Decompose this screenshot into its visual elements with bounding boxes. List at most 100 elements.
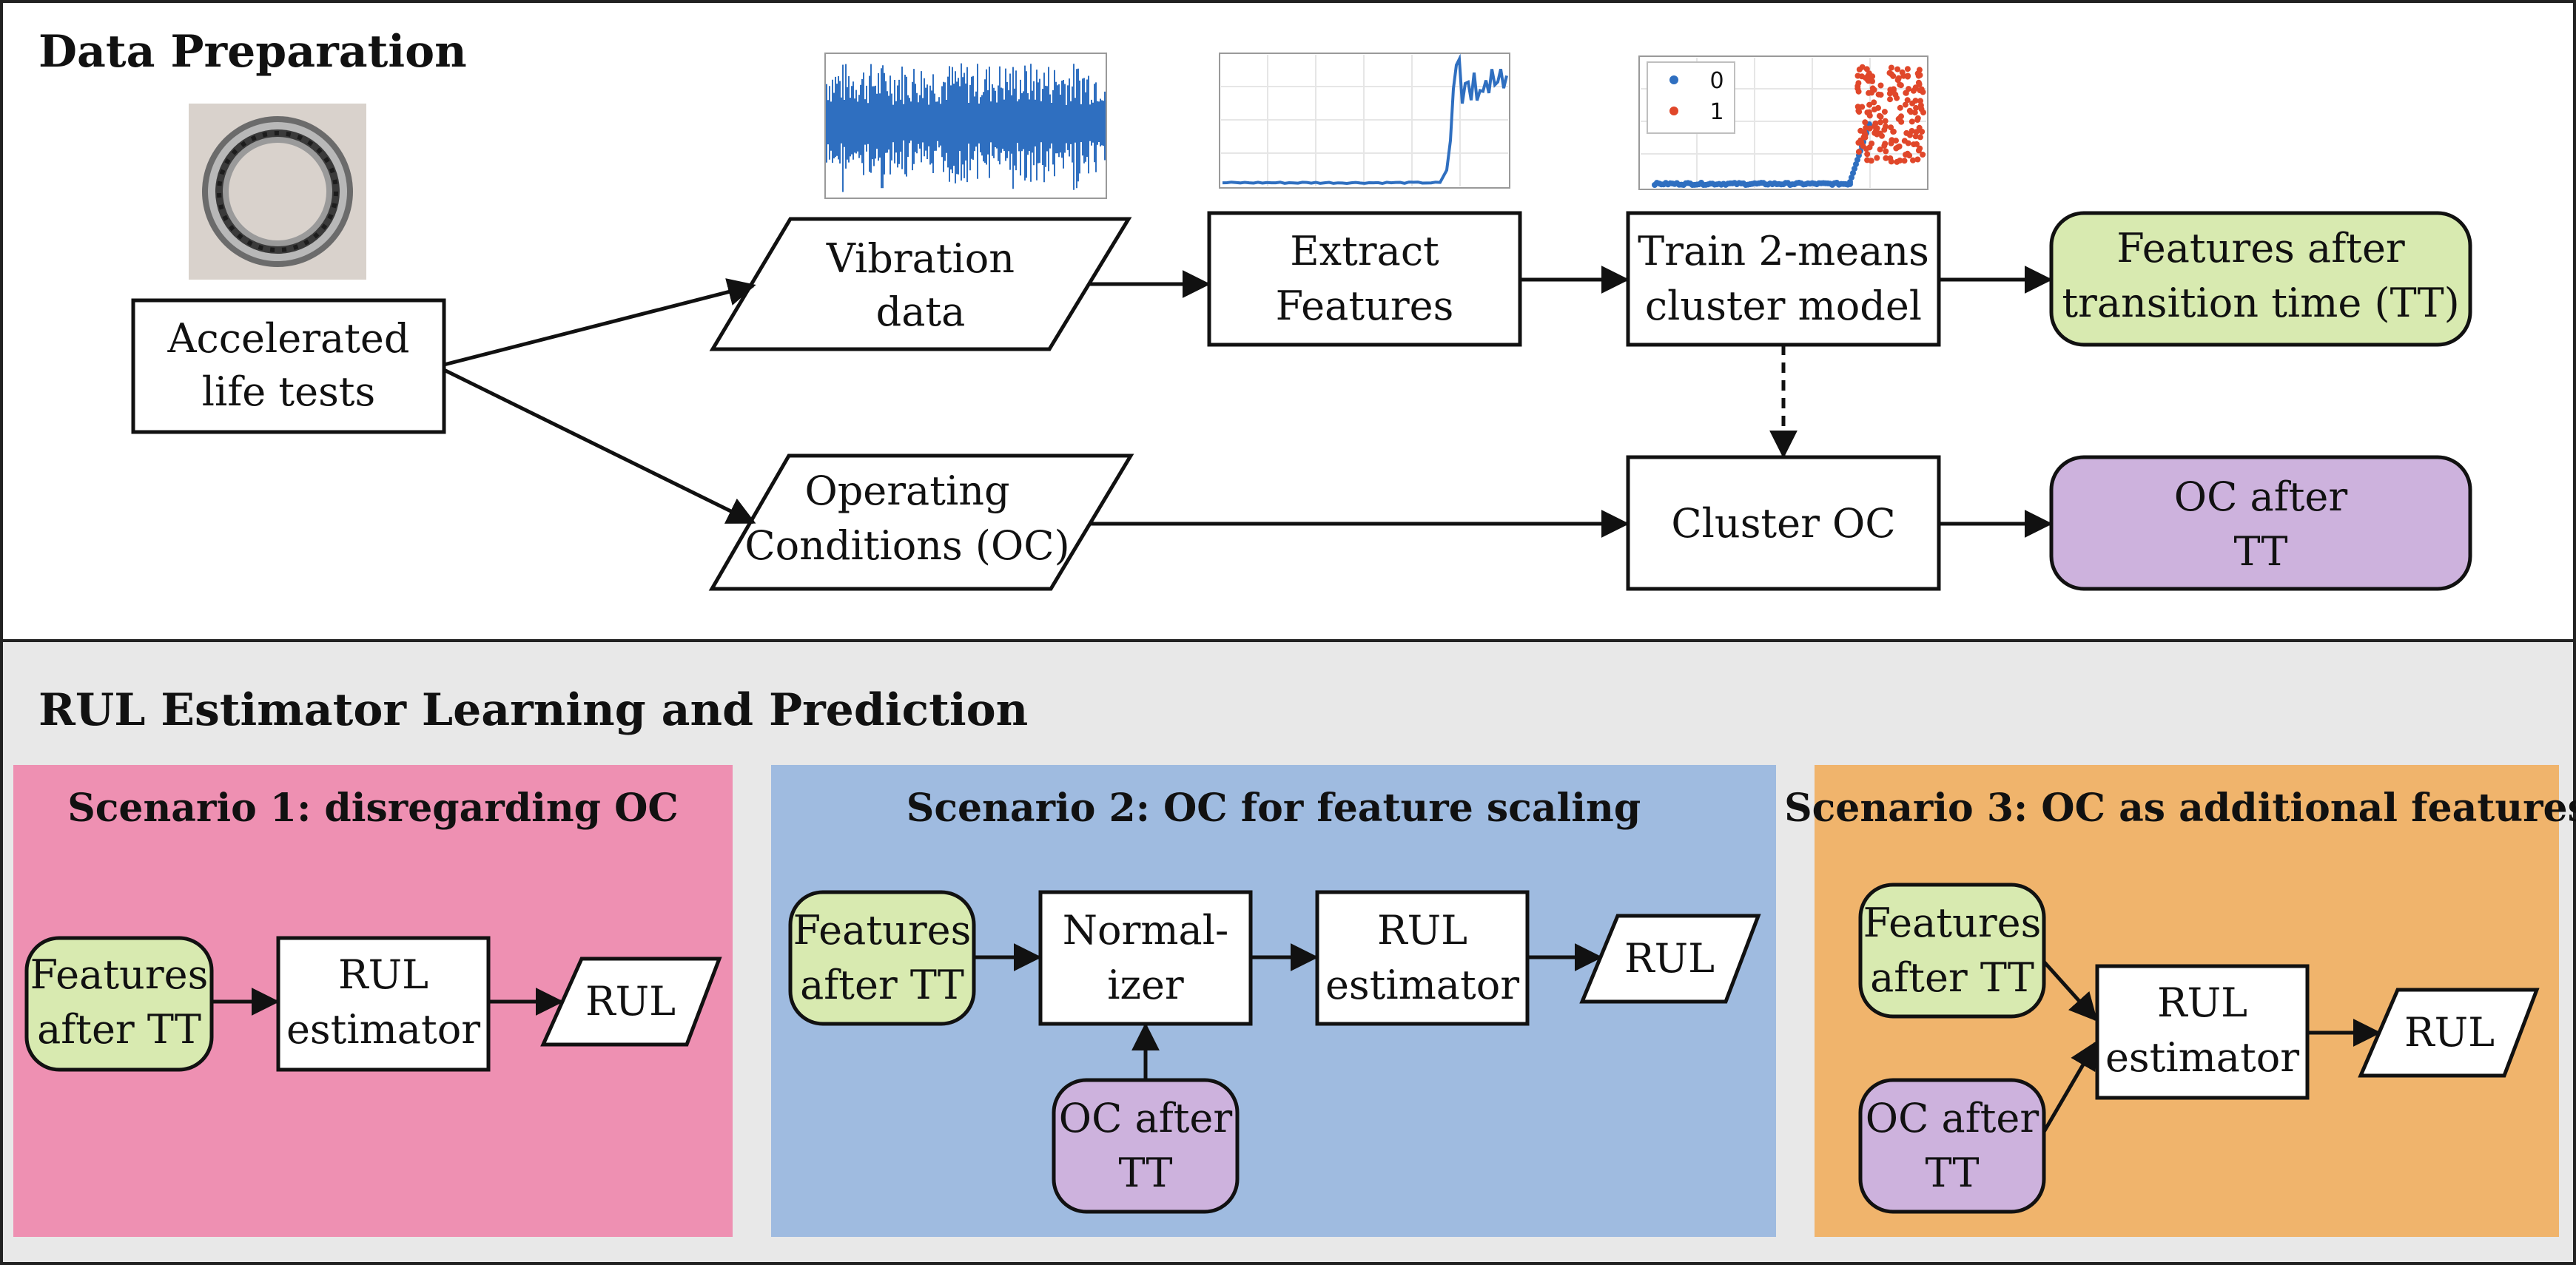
- vibration-trace: [826, 63, 1106, 192]
- node-label: OC after: [2174, 473, 2348, 520]
- cluster-point-1: [1912, 133, 1919, 140]
- node-cluster-oc: Cluster OC: [1626, 455, 1941, 591]
- cluster-point-1: [1890, 72, 1897, 79]
- legend-label-1: 1: [1709, 99, 1724, 125]
- cluster-point-1: [1914, 70, 1921, 77]
- rul-title: RUL Estimator Learning and Prediction: [38, 684, 1028, 736]
- node-label: Features after: [2116, 225, 2405, 271]
- cluster-point-1: [1920, 109, 1926, 116]
- cluster-point-1: [1888, 158, 1894, 165]
- vibration-signal-thumbnail: [824, 53, 1107, 199]
- cluster-point-1: [1909, 118, 1915, 125]
- node-label: Features: [30, 951, 209, 998]
- cluster-point-1: [1877, 146, 1883, 153]
- node-label: RUL: [1377, 907, 1467, 954]
- node-label: TT: [1925, 1150, 1979, 1196]
- scenario-2-panel: Scenario 2: OC for feature scaling Featu…: [771, 765, 1776, 1237]
- cluster-point-1: [1917, 134, 1923, 141]
- cluster-point-1: [1899, 69, 1906, 75]
- cluster-point-1: [1883, 155, 1889, 161]
- cluster-point-1: [1910, 87, 1917, 94]
- s2-rul-output-node: [1579, 914, 1761, 1004]
- cluster-point-1: [1863, 66, 1870, 72]
- cluster-point-1: [1893, 138, 1899, 144]
- cluster-point-1: [1894, 77, 1901, 84]
- node-label: Features: [1863, 900, 2042, 946]
- node-train-2-means: Train 2-means cluster model: [1626, 211, 1941, 347]
- s1-rul-output-node: [540, 957, 722, 1047]
- cluster-point-1: [1869, 73, 1876, 80]
- node-label: Accelerated: [167, 315, 410, 362]
- node-label: Extract: [1290, 228, 1439, 274]
- cluster-point-1: [1881, 143, 1888, 149]
- cluster-point-1: [1906, 107, 1913, 114]
- cluster-point-1: [1898, 113, 1904, 120]
- cluster-point-1: [1897, 104, 1903, 111]
- node-label: estimator: [2105, 1034, 2299, 1081]
- node-label: TT: [2233, 528, 2287, 575]
- cluster-point-1: [1877, 82, 1884, 89]
- s3-features-node: [1858, 883, 2046, 1019]
- node-features-after-tt: Features after transition time (TT): [2049, 211, 2472, 347]
- arrow-tests-to-vibration: [443, 278, 756, 367]
- cluster-point-1: [1903, 129, 1910, 136]
- cluster-point-1: [1888, 64, 1894, 71]
- node-accelerated-life-tests: Accelerated life tests: [131, 298, 446, 434]
- cluster-point-1: [1866, 101, 1873, 108]
- cluster-point-1: [1866, 144, 1873, 151]
- cluster-point-1: [1857, 137, 1864, 144]
- cluster-point-1: [1866, 125, 1873, 132]
- cluster-point-1: [1909, 100, 1916, 107]
- s2-rul-estimator-node: [1315, 890, 1530, 1026]
- cluster-point-1: [1901, 138, 1908, 144]
- node-label: OC after: [1059, 1095, 1233, 1141]
- cluster-point-1: [1904, 66, 1911, 72]
- cluster-point-1: [1887, 96, 1893, 103]
- cluster-point-1: [1864, 109, 1871, 115]
- node-label: life tests: [202, 368, 375, 415]
- scenario-2-title: Scenario 2: OC for feature scaling: [907, 786, 1641, 831]
- cluster-point-1: [1883, 148, 1889, 155]
- node-vibration-data: Vibration data: [709, 217, 1132, 351]
- cluster-point-1: [1862, 119, 1869, 126]
- cluster-point-1: [1856, 66, 1863, 72]
- cluster-point-1: [1917, 98, 1923, 104]
- cluster-point-1: [1894, 158, 1900, 165]
- node-label: Features: [793, 907, 972, 954]
- cluster-point-1: [1862, 134, 1869, 141]
- node-label: Train 2-means: [1638, 228, 1929, 274]
- node-label: after TT: [1870, 954, 2034, 1001]
- cluster-point-1: [1855, 107, 1862, 114]
- cluster-point-1: [1903, 152, 1909, 158]
- legend-swatch-0: [1669, 75, 1678, 84]
- cluster-point-1: [1916, 81, 1923, 87]
- legend-swatch-1: [1669, 107, 1678, 115]
- cluster-point-1: [1914, 141, 1920, 147]
- cluster-point-1: [1917, 87, 1923, 94]
- cluster-point-1: [1901, 158, 1908, 164]
- node-label: izer: [1107, 962, 1184, 1008]
- cluster-point-1: [1855, 80, 1862, 87]
- s1-rul-estimator-node: [276, 936, 491, 1072]
- cluster-point-1: [1883, 123, 1889, 129]
- cluster-point-1: [1917, 145, 1923, 152]
- s3-rul-output-node: [2358, 988, 2540, 1078]
- cluster-point-1: [1855, 88, 1862, 95]
- s3-oc-node: [1858, 1078, 2046, 1214]
- node-label: RUL: [585, 978, 676, 1025]
- cluster-point-1: [1864, 151, 1871, 158]
- cluster-point-1: [1877, 119, 1883, 126]
- cluster-point-1: [1879, 132, 1885, 139]
- cluster-point-1: [1881, 109, 1888, 115]
- cluster-point-1: [1871, 99, 1877, 106]
- node-label: estimator: [286, 1006, 480, 1053]
- cluster-point-1: [1902, 101, 1909, 108]
- node-label: RUL: [2157, 979, 2247, 1026]
- cluster-point-1: [1874, 155, 1880, 161]
- cluster-point-1: [1909, 128, 1915, 134]
- cluster-point-1: [1894, 66, 1901, 72]
- cluster-point-1: [1904, 73, 1911, 80]
- cluster-point-1: [1869, 78, 1875, 84]
- cluster-point-1: [1868, 158, 1874, 164]
